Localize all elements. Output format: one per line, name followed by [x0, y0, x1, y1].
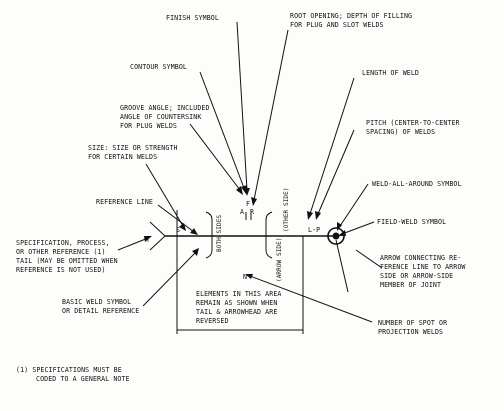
leader-number-spot	[249, 275, 373, 323]
label-root-opening-1: ROOT OPENING; DEPTH OF FILLING	[290, 12, 412, 20]
leader-arrow-conn	[355, 249, 383, 269]
label-spec-1: SPECIFICATION, PROCESS,	[16, 239, 110, 247]
label-root-opening-2: FOR PLUG AND SLOT WELDS	[290, 21, 384, 29]
leader-finish	[236, 21, 248, 191]
label-spec-4: REFERENCE IS NOT USED)	[16, 266, 106, 274]
label-groove-angle-3: FOR PLUG WELDS	[120, 122, 177, 130]
arrow-contour	[241, 185, 247, 194]
label-arrow-conn-4: MEMBER OF JOINT	[380, 281, 441, 289]
label-basic-weld-2: OR DETAIL REFERENCE	[62, 307, 139, 315]
label-weld-all-around: WELD-ALL-AROUND SYMBOL	[372, 180, 462, 188]
label-pitch-1: PITCH (CENTER-TO-CENTER	[366, 119, 460, 127]
label-spec-3: TAIL (MAY BE OMITTED WHEN	[16, 257, 118, 265]
label-spec-2: OR OTHER REFERENCE (1)	[16, 248, 106, 256]
label-size-2: FOR CERTAIN WELDS	[88, 153, 157, 161]
leader-root	[253, 29, 289, 201]
leader-field-weld	[341, 221, 375, 235]
arrow-side-label: (ARROW SIDE)	[276, 237, 283, 282]
leader-weld-all	[339, 183, 369, 227]
label-field-weld: FIELD-WELD SYMBOL	[377, 218, 446, 226]
leader-size	[145, 163, 184, 227]
arrow-field-weld	[338, 230, 346, 236]
label-size-1: SIZE: SIZE OR STRENGTH	[88, 144, 178, 152]
tail-lower	[149, 235, 166, 251]
arrow-reference-line	[190, 228, 198, 235]
footnote-2: CODED TO A GENERAL NOTE	[36, 375, 130, 383]
arrow-side-brace	[265, 211, 273, 259]
label-elements-1: ELEMENTS IN THIS AREA	[196, 290, 281, 298]
arrow-length	[307, 211, 313, 220]
symbol-f: F	[246, 200, 250, 208]
label-elements-4: REVERSED	[196, 317, 229, 325]
arrow-spec	[144, 236, 152, 242]
label-number-spot-2: PROJECTION WELDS	[378, 328, 443, 336]
label-reference-line: REFERENCE LINE	[96, 198, 153, 206]
tail-upper	[149, 221, 166, 237]
label-pitch-2: SPACING) OF WELDS	[366, 128, 435, 136]
field-weld-dot	[332, 232, 340, 240]
label-elements-3: TAIL & ARROWHEAD ARE	[196, 308, 277, 316]
label-number-spot-1: NUMBER OF SPOT OR	[378, 319, 447, 327]
symbol-t: T	[146, 236, 150, 244]
leader-groove	[189, 123, 241, 191]
leader-pitch	[317, 129, 355, 215]
other-side-label: (OTHER SIDE)	[283, 187, 290, 232]
leader-spec	[117, 237, 149, 251]
leader-contour	[199, 71, 245, 189]
label-finish-symbol: FINISH SYMBOL	[166, 14, 219, 22]
label-groove-angle-2: ANGLE OF COUNTERSINK	[120, 113, 201, 121]
footnote-1: (1) SPECIFICATIONS MUST BE	[16, 366, 122, 374]
arrow-weld-all	[337, 222, 342, 231]
leader-basic-weld	[142, 251, 197, 307]
label-contour-symbol: CONTOUR SYMBOL	[130, 63, 187, 71]
arrow-number-spot	[245, 274, 253, 279]
arrow-pitch	[315, 211, 321, 220]
symbol-s: S	[176, 226, 180, 234]
label-arrow-conn-3: SIDE OR ARROW-SIDE	[380, 272, 453, 280]
arrow-leader	[335, 239, 349, 293]
symbol-a: A	[240, 208, 244, 216]
label-elements-2: REMAIN AS SHOWN WHEN	[196, 299, 277, 307]
leader-reference-line	[157, 204, 195, 233]
symbol-r: R	[250, 208, 254, 216]
label-basic-weld-1: BASIC WELD SYMBOL	[62, 298, 131, 306]
leader-length	[309, 77, 355, 215]
label-arrow-conn-2: FERENCE LINE TO ARROW	[380, 263, 465, 271]
label-arrow-conn-1: ARROW CONNECTING RE-	[380, 254, 461, 262]
arrow-basic-weld	[192, 248, 199, 256]
symbol-l-p: L-P	[308, 226, 320, 234]
arrow-root	[251, 197, 257, 206]
both-sides-label: BOTH SIDES	[216, 215, 223, 252]
arrow-groove	[236, 186, 243, 195]
label-groove-angle-1: GROOVE ANGLE; INCLUDED	[120, 104, 210, 112]
symbol-n: N	[243, 273, 247, 281]
both-sides-brace	[205, 211, 213, 259]
label-length-of-weld: LENGTH OF WELD	[362, 69, 419, 77]
